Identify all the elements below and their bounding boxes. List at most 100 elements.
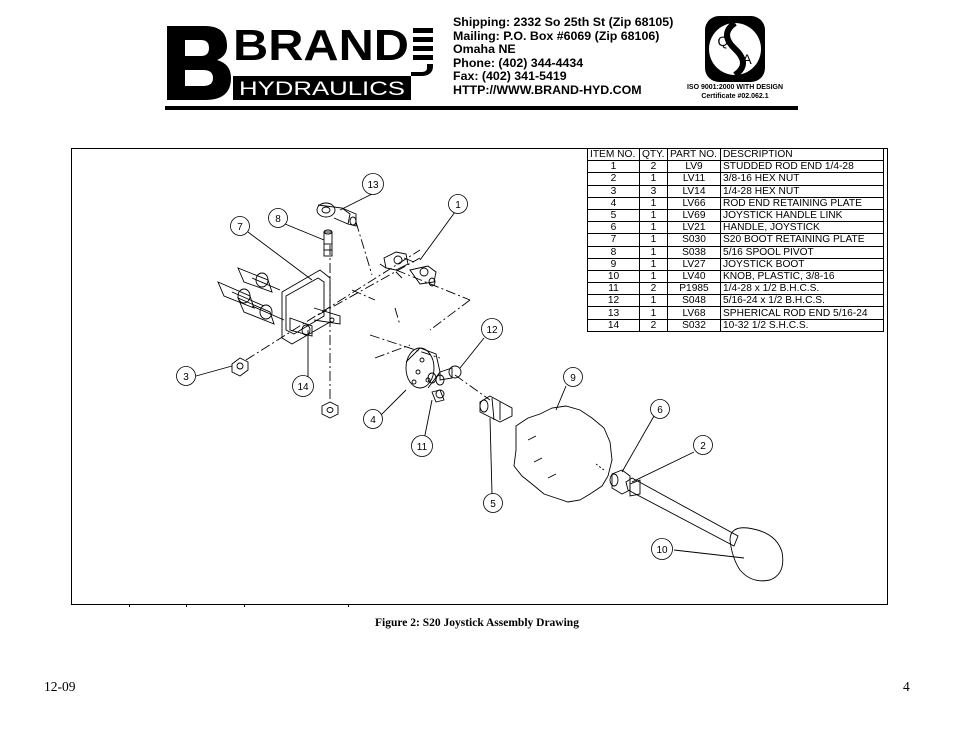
cell-item-no: 14 <box>587 318 640 332</box>
callout-7: 7 <box>230 216 250 236</box>
cell-item-no: 6 <box>587 221 640 235</box>
cell-qty: 1 <box>639 245 668 259</box>
phone: Phone: (402) 344-4434 <box>453 55 584 70</box>
callout-5: 5 <box>483 493 503 513</box>
washers <box>427 372 445 386</box>
logo-word-top: BRAND <box>233 21 409 70</box>
joystick-handle-link <box>479 395 513 423</box>
cell-description: STUDDED ROD END 1/4-28 <box>720 160 884 174</box>
svg-text:14: 14 <box>297 382 309 393</box>
cell-item-no: 8 <box>587 245 640 259</box>
cell-description: KNOB, PLASTIC, 3/8-16 <box>720 269 884 284</box>
revision-date: 12-09 <box>44 679 76 694</box>
cell-item-no: 13 <box>587 306 640 320</box>
assembly-centerlines <box>245 221 491 401</box>
callout-balloons: 1 2 3 4 5 6 7 8 9 10 11 12 13 14 <box>176 173 713 560</box>
callout-10: 10 <box>651 538 673 560</box>
callout-13: 13 <box>362 173 384 195</box>
header-description: DESCRIPTION <box>720 147 884 162</box>
leader-lines <box>195 193 745 559</box>
callout-11: 11 <box>411 435 433 457</box>
callout-2: 2 <box>693 435 713 455</box>
svg-text:10: 10 <box>656 545 668 556</box>
figure-caption: Figure 2: S20 Joystick Assembly Drawing <box>375 617 579 629</box>
mailing-address: Mailing: P.O. Box #6069 (Zip 68106) <box>453 28 660 43</box>
svg-text:6: 6 <box>657 405 663 416</box>
spool-pivot <box>323 229 333 257</box>
cell-item-no: 3 <box>587 184 640 198</box>
cell-item-no: 12 <box>587 294 640 308</box>
cell-item-no: 4 <box>587 196 640 210</box>
cell-qty: 2 <box>639 318 668 332</box>
cell-qty: 2 <box>639 160 668 174</box>
header-part-no: PART NO. <box>667 147 721 162</box>
cell-description: 1/4-28 x 1/2 B.H.C.S. <box>720 282 884 296</box>
cell-item-no: 10 <box>587 269 640 284</box>
callout-1: 1 <box>448 194 468 214</box>
cell-qty: 1 <box>639 233 668 247</box>
letterhead: BRAND HYDRAULICS Shipping: 2332 So 25th … <box>165 14 798 112</box>
cell-item-no: 2 <box>587 172 640 186</box>
fax: Fax: (402) 341-5419 <box>453 69 567 84</box>
city: Omaha NE <box>453 42 516 57</box>
svg-text:11: 11 <box>417 442 428 453</box>
svg-text:4: 4 <box>370 415 376 426</box>
brand-hydraulics-logo: BRAND HYDRAULICS <box>165 18 437 102</box>
callout-6: 6 <box>650 399 670 419</box>
frame-bottom-rule <box>71 604 887 605</box>
callout-8: 8 <box>268 208 288 228</box>
seal-letter-a: A <box>742 51 752 67</box>
drawing-frame <box>71 148 888 605</box>
shcs-bolts <box>217 267 313 337</box>
iso-line-1: ISO 9001:2000 WITH DESIGN <box>686 84 784 91</box>
frame-tick <box>186 604 187 607</box>
cell-description: 10-32 1/2 S.H.C.S. <box>720 318 884 332</box>
cell-description: 5/16 SPOOL PIVOT <box>720 245 884 259</box>
cell-qty: 1 <box>639 172 668 186</box>
frame-tick <box>244 604 245 607</box>
cell-part-no: LV69 <box>667 208 721 223</box>
page-number: 4 <box>903 679 910 694</box>
svg-text:1: 1 <box>455 200 461 211</box>
svg-text:9: 9 <box>570 373 576 384</box>
cell-part-no: LV27 <box>667 257 721 271</box>
cell-description: ROD END RETAINING PLATE <box>720 196 884 210</box>
cell-part-no: S048 <box>667 294 721 308</box>
cell-description: JOYSTICK HANDLE LINK <box>720 208 884 223</box>
contact-block: Shipping: 2332 So 25th St (Zip 68105) Ma… <box>453 15 713 98</box>
cell-qty: 1 <box>639 306 668 320</box>
cell-item-no: 7 <box>587 233 640 247</box>
cell-description: 5/16-24 x 1/2 B.H.C.S. <box>720 294 884 308</box>
cell-part-no: S038 <box>667 245 721 259</box>
cell-part-no: LV68 <box>667 306 721 320</box>
svg-text:2: 2 <box>700 441 706 452</box>
shipping-address: Shipping: 2332 So 25th St (Zip 68105) <box>453 15 674 29</box>
cell-item-no: 11 <box>587 282 640 296</box>
cell-description: JOYSTICK BOOT <box>720 257 884 271</box>
svg-text:3: 3 <box>183 372 189 383</box>
bhcs-11 <box>431 389 445 403</box>
joystick-boot <box>513 405 613 503</box>
boot-retaining-plate <box>281 269 341 345</box>
header-rule <box>165 106 798 110</box>
quality-assurance-seal: Q A <box>705 16 765 82</box>
studded-rod-ends <box>379 251 437 287</box>
frame-tick <box>129 604 130 607</box>
svg-text:5: 5 <box>490 499 496 510</box>
cell-description: S20 BOOT RETAINING PLATE <box>720 233 884 247</box>
header-item-no: ITEM NO. <box>587 147 640 162</box>
svg-text:8: 8 <box>275 214 281 225</box>
cell-part-no: LV9 <box>667 160 721 174</box>
cell-description: HANDLE, JOYSTICK <box>720 221 884 235</box>
callout-4: 4 <box>363 409 383 429</box>
spherical-rod-end <box>316 202 357 227</box>
